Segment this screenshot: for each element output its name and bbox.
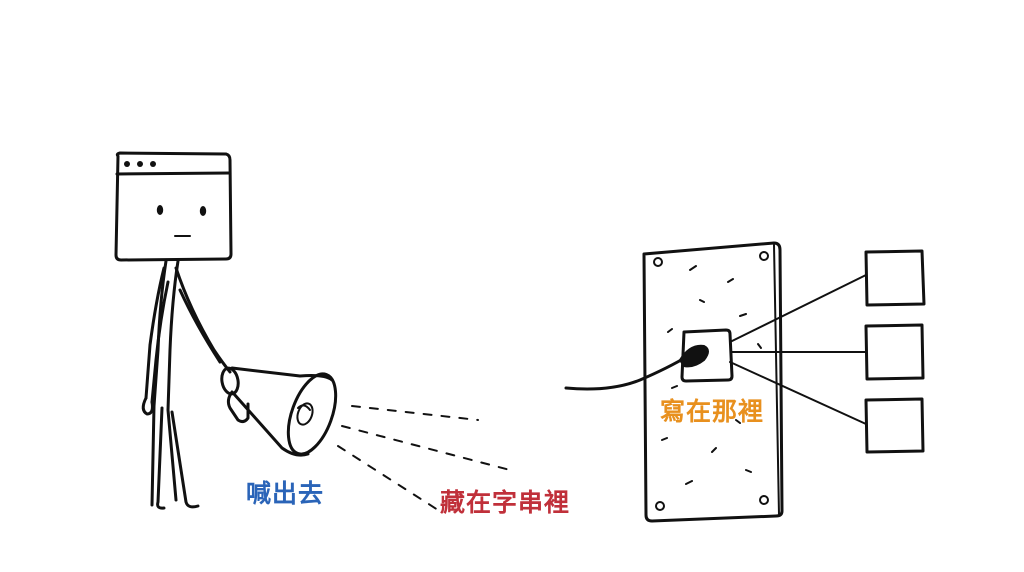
eye-left [156,205,164,215]
browser-head-character [114,151,233,510]
browser-titlebar-line [115,171,232,176]
eye-right [199,206,207,216]
cable-line [564,354,690,391]
label-hide-in-string: 藏在字串裡 [440,488,571,517]
hand-left [141,396,154,416]
sound-waves [337,405,511,511]
label-write-there: 寫在那裡 [660,397,765,426]
sound-dash-line [337,445,439,511]
arm-left [144,266,166,400]
screw-icon [759,495,769,505]
window-dot-icon [137,161,143,167]
square-box-icon [864,397,925,454]
leg-left [156,406,166,510]
sound-dash-line [341,425,511,471]
window-dot-icon [150,161,156,167]
square-box-icon [864,323,925,381]
leg-right [170,410,200,509]
arm-right-inner [178,288,222,364]
megaphone-icon [220,366,338,457]
box-group [864,249,926,454]
socket [680,328,734,383]
wires [729,274,867,425]
plug [678,344,709,368]
arm-right [174,266,232,374]
torso-right [166,259,180,502]
wall-panel-icon [642,241,784,523]
screw-icon [655,501,665,511]
arm-left-inner [150,280,170,404]
square-box-icon [864,249,926,307]
browser-window-head [114,151,233,262]
sound-dash-line [351,405,479,421]
label-shout: 喊出去 [246,479,325,508]
window-dot-icon [124,161,130,167]
screw-icon [759,251,769,261]
screw-icon [653,257,663,267]
